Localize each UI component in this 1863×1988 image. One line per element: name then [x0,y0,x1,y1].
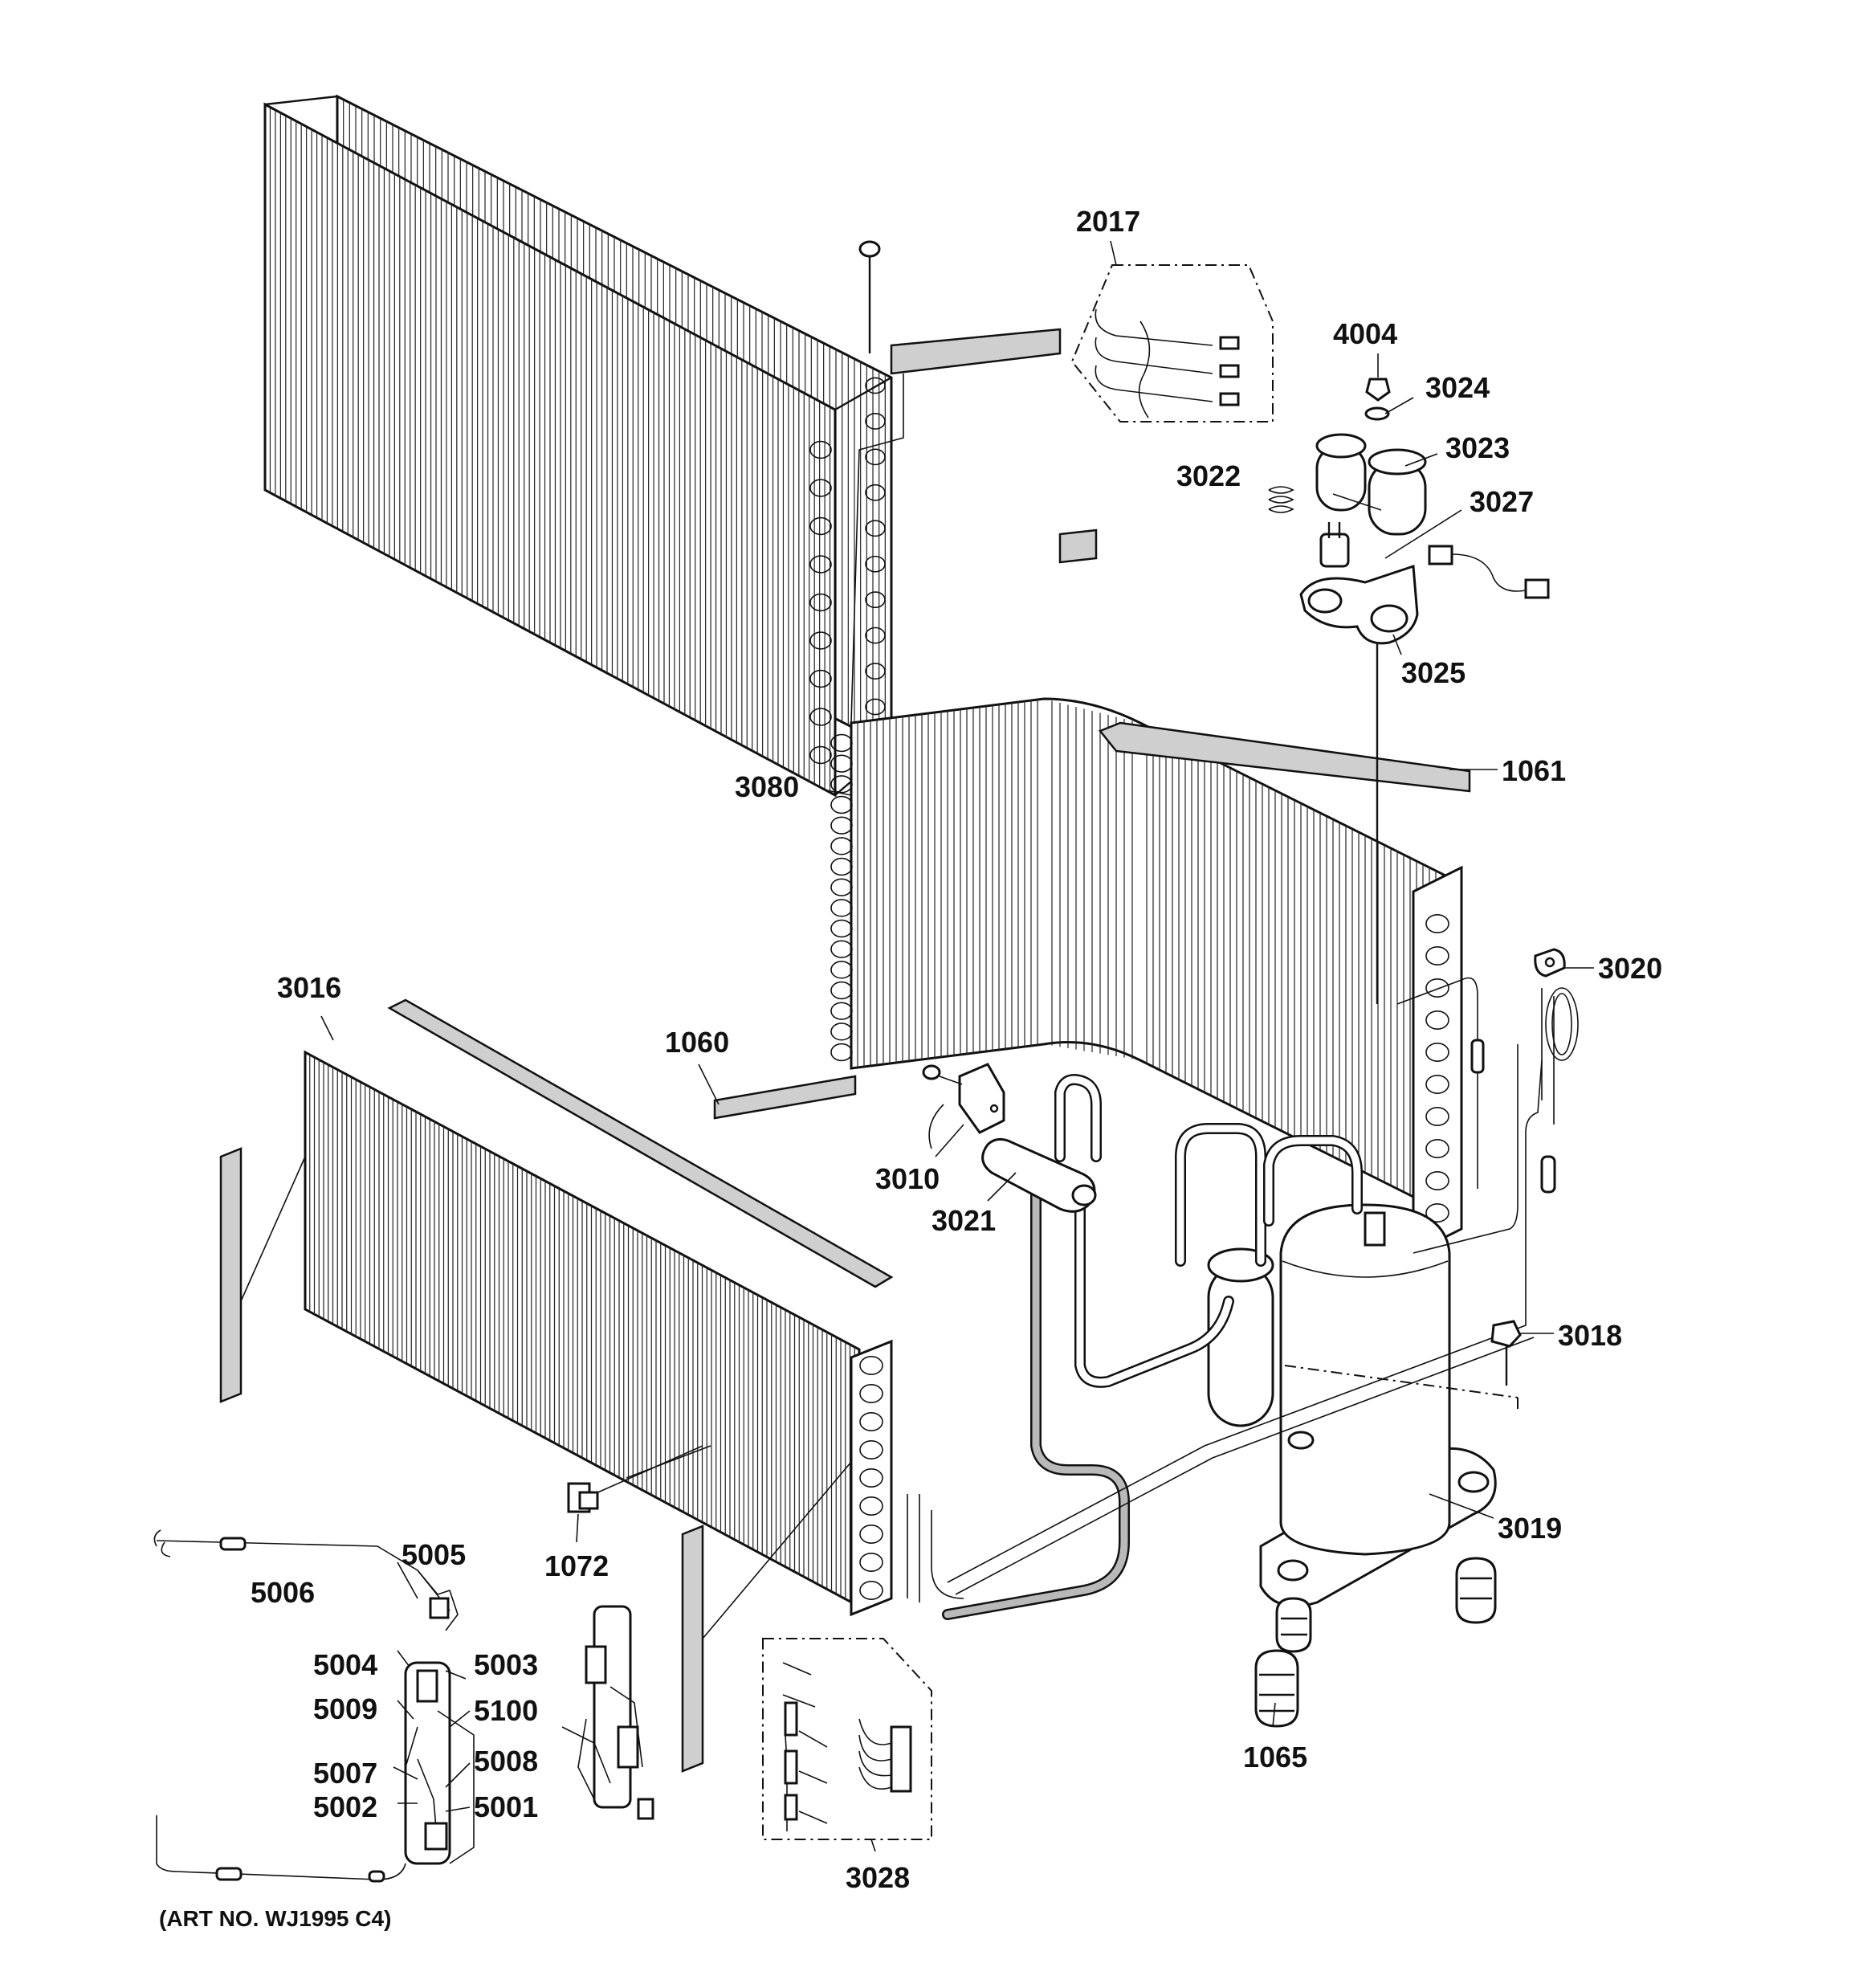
compressor [1207,1203,1519,1728]
label-1072: 1072 [544,1549,609,1582]
callout-leaders [320,240,1594,1852]
label-3021: 3021 [932,1204,996,1237]
label-3023: 3023 [1445,431,1510,464]
label-2017: 2017 [1076,205,1140,238]
evaporator-return-bends [830,733,853,1062]
rubber-mount-1065 [1254,1649,1299,1728]
label-3024: 3024 [1425,371,1490,404]
evaporator-fins [857,700,1456,1218]
condenser-coil [304,1050,893,1617]
condenser-fins [309,1055,855,1604]
label-5008: 5008 [474,1745,538,1778]
label-3018: 3018 [1558,1319,1622,1352]
spring [1268,486,1294,513]
label-5100: 5100 [474,1694,538,1727]
label-3080: 3080 [735,770,799,803]
label-5009: 5009 [313,1692,377,1725]
top-double-coil [263,94,893,798]
overload-bracket [922,1063,1005,1149]
condenser-return-bends [859,1356,883,1601]
rubber-mount-2 [1455,1557,1497,1624]
refrigerant-tubing [907,1059,1543,1620]
label-3022: 3022 [1176,459,1241,492]
screw-3018 [1490,1320,1522,1386]
clip-1072 [567,1482,599,1513]
control-board [561,1605,654,1820]
sensor-harness [153,1529,459,1631]
label-5005: 5005 [402,1538,466,1571]
label-3020: 3020 [1598,952,1662,985]
evaporator-coil [830,697,1463,1255]
leader-lines [240,374,904,1639]
label-1065: 1065 [1243,1741,1307,1774]
label-3028: 3028 [846,1861,910,1894]
label-3027: 3027 [1470,485,1534,518]
screw-top-coil [858,240,881,353]
label-3010: 3010 [875,1162,940,1195]
part-labels: 2017 4004 3024 3023 3022 3027 3025 1061 … [159,205,1662,1931]
label-1061: 1061 [1502,754,1566,787]
label-5001: 5001 [474,1790,538,1823]
label-3019: 3019 [1498,1512,1562,1545]
terminal-connector [1428,545,1550,599]
evaporator-right-bends [1425,914,1449,1223]
label-5003: 5003 [474,1648,538,1681]
top-coil-front-fins [269,107,831,793]
label-3016: 3016 [277,971,341,1004]
rubber-mount [1275,1597,1312,1653]
wire-harness-2017 [1070,264,1274,423]
label-5006: 5006 [251,1576,315,1609]
art-number: (ART NO. WJ1995 C4) [159,1906,391,1931]
capacitor-assembly [1268,378,1427,1004]
label-1060: 1060 [665,1026,729,1059]
label-5004: 5004 [313,1648,377,1681]
label-3025: 3025 [1401,656,1466,689]
top-coil-return-bends [809,377,886,765]
capillary-assembly [1396,948,1579,1254]
wire-kit-3028 [762,1638,932,1840]
label-5007: 5007 [313,1757,377,1790]
switch-assembly [156,1661,475,1883]
label-5002: 5002 [313,1790,377,1823]
label-4004: 4004 [1333,317,1397,350]
